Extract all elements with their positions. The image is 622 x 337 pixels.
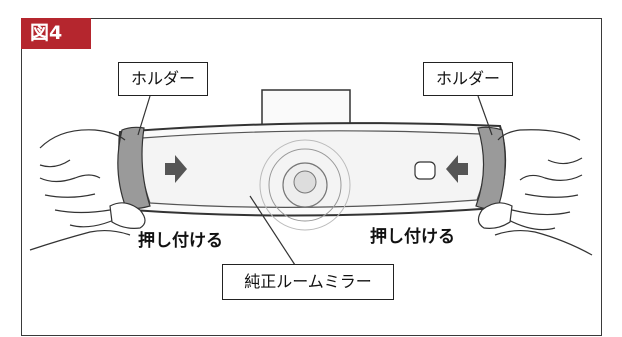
press-right-label: 押し付ける xyxy=(370,227,455,247)
figure-frame xyxy=(21,18,602,336)
holder-left-label: ホルダー xyxy=(118,62,208,96)
right-arm xyxy=(494,229,593,256)
right-thumb xyxy=(477,202,513,229)
figure-badge: 図4 xyxy=(21,18,91,49)
arrow-left-icon xyxy=(446,155,468,183)
mirror-pivot-core xyxy=(293,170,317,194)
left-arm xyxy=(29,229,131,251)
leader-mirror xyxy=(249,195,296,266)
holder-right-label: ホルダー xyxy=(423,62,513,96)
mirror-pivot-outer xyxy=(259,139,351,231)
leader-holder-right xyxy=(477,95,493,136)
left-hand-outline xyxy=(39,129,131,228)
right-hand-outline xyxy=(494,129,583,231)
press-left-label: 押し付ける xyxy=(138,231,223,251)
mirror-sensor-window xyxy=(414,161,436,180)
arrow-right-icon xyxy=(165,155,187,183)
holder-left xyxy=(117,126,151,210)
leader-holder-left xyxy=(137,95,151,136)
left-thumb xyxy=(109,202,146,229)
mirror-label: 純正ルームミラー xyxy=(222,264,394,300)
mirror-pivot-middle xyxy=(268,148,342,222)
